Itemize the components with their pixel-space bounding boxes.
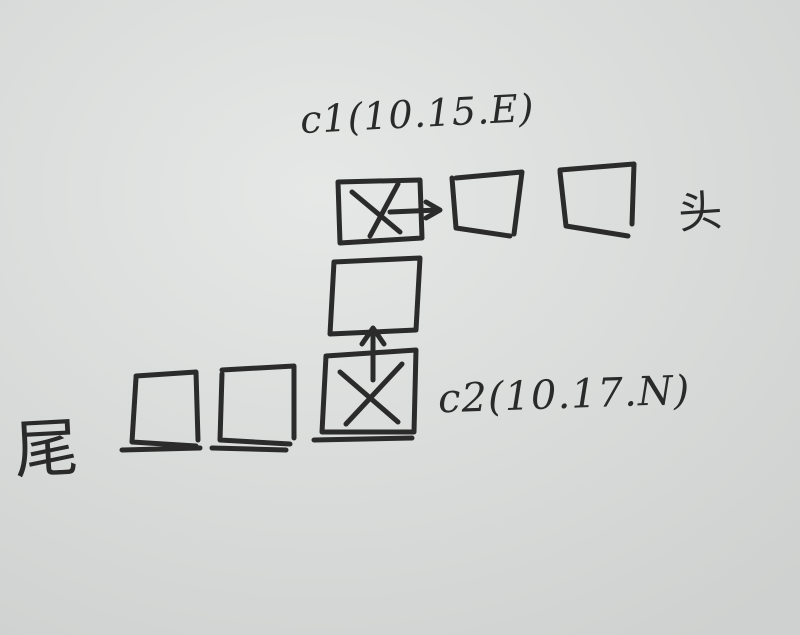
- bottom-cell-crossed: [311, 347, 419, 443]
- top-cell-2: [449, 169, 525, 239]
- tail-label: 尾: [12, 411, 82, 489]
- middle-cell: [327, 255, 423, 337]
- arrow-right-line: [387, 207, 441, 215]
- head-label: 头: [676, 185, 726, 240]
- bottom-cell-1: [119, 369, 203, 453]
- arrow-up-head: [359, 325, 387, 347]
- c2-label: c2(10.17.N): [437, 367, 692, 423]
- bottom-cell-2: [209, 363, 297, 453]
- arrow-right-head: [423, 199, 443, 221]
- top-cell-crossed: [335, 177, 425, 246]
- top-cell-3: [557, 161, 637, 239]
